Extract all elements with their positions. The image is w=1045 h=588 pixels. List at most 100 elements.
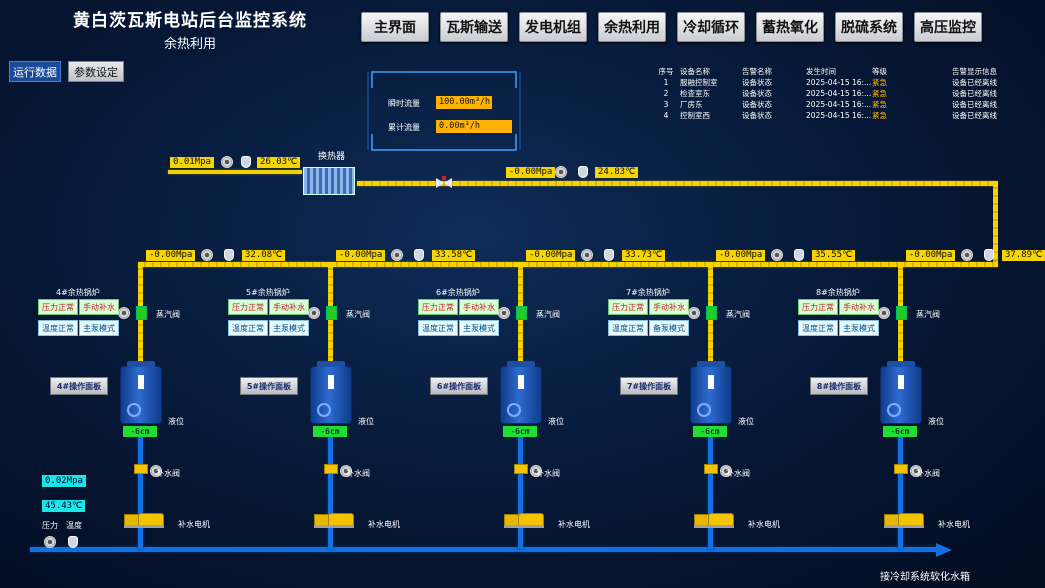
nav-generator[interactable]: 发电机组 xyxy=(519,12,587,42)
pressure-gauge-icon xyxy=(688,307,700,319)
nav-cooling[interactable]: 冷却循环 xyxy=(677,12,745,42)
total-flow-label: 累计流量 xyxy=(388,123,420,132)
flow-meter-panel: 瞬时流量 100.00m³/h 累计流量 0.00m³/h xyxy=(366,68,524,154)
boiler-icon[interactable]: -6cm xyxy=(690,361,732,437)
feed-valve-icon[interactable] xyxy=(894,464,908,474)
operation-panel-button[interactable]: 4#操作面板 xyxy=(50,377,108,395)
status-badge: 手动补水 xyxy=(269,299,309,315)
feed-motor-icon[interactable] xyxy=(124,511,164,528)
boiler-feed-pipe xyxy=(898,430,903,549)
boiler-temp-value: 33.73℃ xyxy=(622,250,666,261)
boiler-name: 8#余热锅炉 xyxy=(816,288,860,297)
page-title: 黄白茨瓦斯电站后台监控系统 xyxy=(73,11,307,31)
steam-valve-icon[interactable] xyxy=(516,306,527,320)
feed-valve-label: 补水阀 xyxy=(156,469,180,478)
pressure-gauge-icon xyxy=(498,307,510,319)
steam-valve-icon[interactable] xyxy=(706,306,717,320)
pressure-gauge-icon xyxy=(530,465,542,477)
hx-inlet-pressure: 0.01Mpa xyxy=(170,157,214,168)
pressure-gauge-icon xyxy=(118,307,130,319)
pressure-gauge-icon xyxy=(720,465,732,477)
steam-valve-label: 蒸汽阀 xyxy=(726,310,750,319)
feed-valve-icon[interactable] xyxy=(704,464,718,474)
steam-header-pipe xyxy=(138,262,998,267)
thermometer-icon xyxy=(224,249,234,261)
feed-valve-icon[interactable] xyxy=(134,464,148,474)
pressure-gauge-icon xyxy=(581,249,593,261)
steam-valve-label: 蒸汽阀 xyxy=(536,310,560,319)
operation-panel-button[interactable]: 8#操作面板 xyxy=(810,377,868,395)
pressure-gauge-icon xyxy=(391,249,403,261)
steam-valve-icon[interactable] xyxy=(326,306,337,320)
boiler-pressure-value: -0.00Mpa xyxy=(146,250,196,261)
temperature-label: 温度 xyxy=(66,521,82,530)
boiler-temp-value: 32.08℃ xyxy=(242,250,286,261)
nav-thermal-oxidation[interactable]: 蓄热氧化 xyxy=(756,12,824,42)
params-button[interactable]: 参数设定 xyxy=(68,61,124,82)
steam-valve-icon[interactable] xyxy=(136,306,147,320)
status-badge: 压力正常 xyxy=(38,299,78,315)
boiler-level-value: -6cm xyxy=(883,426,917,437)
boiler-feed-pipe xyxy=(138,430,143,549)
status-badge: 手动补水 xyxy=(79,299,119,315)
status-badge: 主泵模式 xyxy=(459,320,499,336)
run-data-button[interactable]: 运行数据 xyxy=(9,61,61,82)
feed-valve-icon[interactable] xyxy=(514,464,528,474)
feed-valve-label: 补水阀 xyxy=(726,469,750,478)
feed-valve-label: 补水阀 xyxy=(536,469,560,478)
boiler-feed-pipe xyxy=(708,430,713,549)
status-badge: 温度正常 xyxy=(38,320,78,336)
steam-valve-icon[interactable] xyxy=(896,306,907,320)
feed-valve-label: 补水阀 xyxy=(346,469,370,478)
feed-motor-icon[interactable] xyxy=(314,511,354,528)
nav-gas-transport[interactable]: 瓦斯输送 xyxy=(440,12,508,42)
feed-valve-icon[interactable] xyxy=(324,464,338,474)
pressure-gauge-icon xyxy=(555,166,567,178)
boiler-icon[interactable]: -6cm xyxy=(310,361,352,437)
total-flow-value: 0.00m³/h xyxy=(436,120,512,133)
feed-motor-icon[interactable] xyxy=(884,511,924,528)
hx-inlet-temp: 26.03℃ xyxy=(257,157,301,168)
boiler-level-value: -6cm xyxy=(313,426,347,437)
pressure-gauge-icon xyxy=(961,249,973,261)
boiler-icon[interactable]: -6cm xyxy=(120,361,162,437)
feed-motor-label: 补水电机 xyxy=(368,520,400,529)
page-subtitle: 余热利用 xyxy=(163,37,216,52)
steam-valve-label: 蒸汽阀 xyxy=(916,310,940,319)
boiler-pressure-value: -0.00Mpa xyxy=(526,250,576,261)
boiler-level-value: -6cm xyxy=(693,426,727,437)
heat-exchanger[interactable] xyxy=(299,163,357,197)
boiler-icon[interactable]: -6cm xyxy=(500,361,542,437)
feed-motor-label: 补水电机 xyxy=(938,520,970,529)
boiler-name: 6#余热锅炉 xyxy=(436,288,480,297)
thermometer-icon xyxy=(794,249,804,261)
operation-panel-button[interactable]: 5#操作面板 xyxy=(240,377,298,395)
steam-valve-label: 蒸汽阀 xyxy=(346,310,370,319)
feed-motor-icon[interactable] xyxy=(504,511,544,528)
nav-waste-heat[interactable]: 余热利用 xyxy=(598,12,666,42)
boiler-icon[interactable]: -6cm xyxy=(880,361,922,437)
nav-high-voltage[interactable]: 高压监控 xyxy=(914,12,982,42)
status-badge: 压力正常 xyxy=(228,299,268,315)
feed-motor-icon[interactable] xyxy=(694,511,734,528)
pressure-gauge-icon xyxy=(771,249,783,261)
operation-panel-button[interactable]: 6#操作面板 xyxy=(430,377,488,395)
status-badge: 温度正常 xyxy=(798,320,838,336)
boiler-name: 5#余热锅炉 xyxy=(246,288,290,297)
level-label: 液位 xyxy=(358,417,374,426)
nav-main[interactable]: 主界面 xyxy=(361,12,429,42)
thermometer-icon xyxy=(68,536,78,548)
thermometer-icon xyxy=(604,249,614,261)
operation-panel-button[interactable]: 7#操作面板 xyxy=(620,377,678,395)
pressure-gauge-icon xyxy=(44,536,56,548)
nav-desulfurization[interactable]: 脱硫系统 xyxy=(835,12,903,42)
control-valve-icon[interactable] xyxy=(436,175,452,189)
boiler-pressure-value: -0.00Mpa xyxy=(716,250,766,261)
status-badge: 手动补水 xyxy=(649,299,689,315)
hx-outlet-temp: 24.83℃ xyxy=(595,167,639,178)
